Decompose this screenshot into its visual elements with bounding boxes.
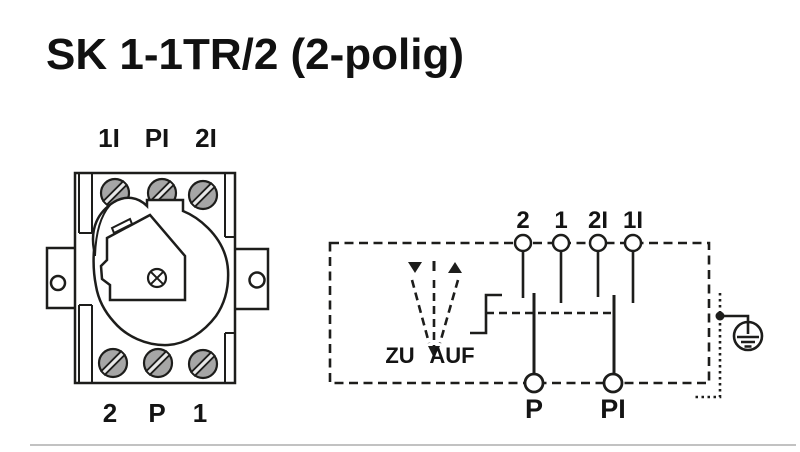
actuator-arrowhead-icon <box>428 346 440 358</box>
front-top-terminal-label-1I: 1I <box>98 123 120 153</box>
bottom-divider <box>30 444 796 446</box>
mounting-tab-right <box>235 247 270 311</box>
screw-icon-bottom-1 <box>187 348 219 380</box>
front-bottom-terminal-label-2: 2 <box>103 398 117 428</box>
rotor-cam <box>91 196 230 347</box>
bottom-terminals <box>523 372 624 394</box>
shaft-center-icon <box>146 267 168 289</box>
schematic-top-label-2: 2 <box>516 207 529 234</box>
schematic-top-label-1I: 1I <box>623 207 643 234</box>
screw-icon-bottom-2 <box>97 347 129 379</box>
mounting-tab-left <box>45 246 75 310</box>
open-direction-icon <box>448 262 462 273</box>
switch-poles <box>470 293 616 374</box>
schematic-top-label-2I: 2I <box>588 207 608 234</box>
cam-slot-mark <box>110 217 134 235</box>
schematic-top-label-1: 1 <box>554 207 567 234</box>
close-label: ZU <box>385 343 414 368</box>
front-top-terminal-label-2I: 2I <box>195 123 217 153</box>
switch-front-view: 1I PI 2I <box>45 123 270 428</box>
rotation-indicator <box>408 261 462 358</box>
detent-bracket <box>470 293 502 335</box>
switch-body <box>45 171 270 385</box>
front-bottom-terminal-label-1: 1 <box>193 398 207 428</box>
front-bottom-terminal-label-P: P <box>148 398 165 428</box>
schematic-bottom-label-P: P <box>525 394 543 424</box>
page-title: SK 1-1TR/2 (2-polig) <box>46 30 465 79</box>
close-direction-icon <box>408 262 422 273</box>
schematic-bottom-label-PI: PI <box>600 394 626 424</box>
open-label: AUF <box>429 343 474 368</box>
screw-icon-bottom-P <box>142 347 174 379</box>
wiring-schematic: 2 1 2I 1I P PI ZU AUF <box>328 207 764 424</box>
front-top-terminal-label-PI: PI <box>145 123 170 153</box>
screw-icon-top-2I <box>187 179 219 211</box>
earth-ground-icon <box>732 320 764 352</box>
top-terminals <box>513 233 643 303</box>
earth-branch <box>695 293 764 399</box>
